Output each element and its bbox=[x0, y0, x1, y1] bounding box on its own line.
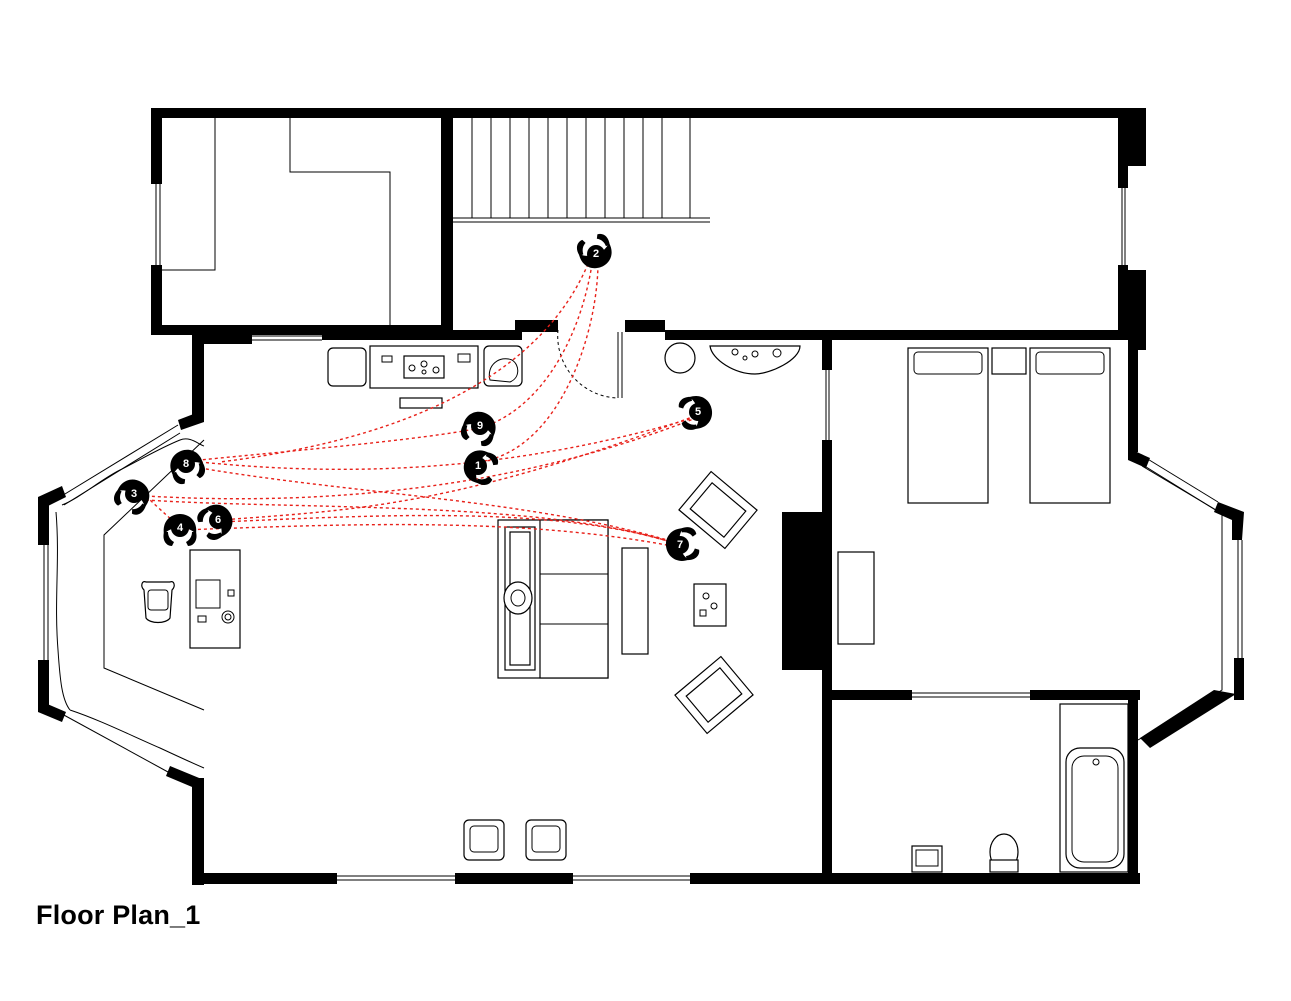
person-marker-8: 8 bbox=[170, 449, 206, 485]
marker-head bbox=[171, 519, 189, 537]
window-lines bbox=[43, 184, 1243, 881]
furniture bbox=[141, 342, 1129, 873]
person-marker-2: 2 bbox=[576, 233, 612, 269]
walk-paths bbox=[145, 254, 701, 549]
marker-number: 8 bbox=[183, 458, 189, 470]
walls bbox=[38, 108, 1244, 885]
person-marker-1: 1 bbox=[463, 450, 499, 486]
marker-head bbox=[671, 536, 689, 554]
door bbox=[557, 329, 623, 399]
bay-window-left bbox=[55, 438, 205, 769]
person-marker-9: 9 bbox=[460, 411, 496, 447]
marker-head bbox=[471, 417, 489, 435]
marker-number: 2 bbox=[593, 248, 599, 260]
marker-number: 9 bbox=[477, 420, 483, 432]
marker-number: 1 bbox=[475, 460, 481, 472]
person-marker-4: 4 bbox=[163, 514, 197, 546]
person-marker-6: 6 bbox=[197, 504, 233, 540]
bay-window-right bbox=[1137, 461, 1223, 741]
person-topdown-icon bbox=[665, 527, 700, 561]
top-left-room bbox=[162, 118, 391, 325]
marker-head bbox=[469, 457, 487, 475]
marker-head bbox=[177, 455, 195, 473]
marker-number: 5 bbox=[695, 406, 701, 418]
marker-number: 7 bbox=[677, 539, 683, 551]
person-marker-5: 5 bbox=[678, 396, 713, 430]
plan-title: Floor Plan_1 bbox=[36, 900, 201, 930]
person-marker-7: 7 bbox=[665, 527, 700, 561]
staircase bbox=[453, 118, 710, 223]
marker-head bbox=[209, 511, 227, 529]
person-marker-3: 3 bbox=[114, 479, 150, 515]
marker-head bbox=[689, 403, 707, 421]
marker-head bbox=[587, 245, 605, 263]
person-markers: 1 2 3 4 5 6 7 8 9 bbox=[114, 233, 713, 561]
marker-number: 6 bbox=[215, 514, 221, 526]
marker-number: 4 bbox=[177, 522, 184, 534]
marker-number: 3 bbox=[131, 488, 137, 500]
marker-head bbox=[125, 485, 143, 503]
